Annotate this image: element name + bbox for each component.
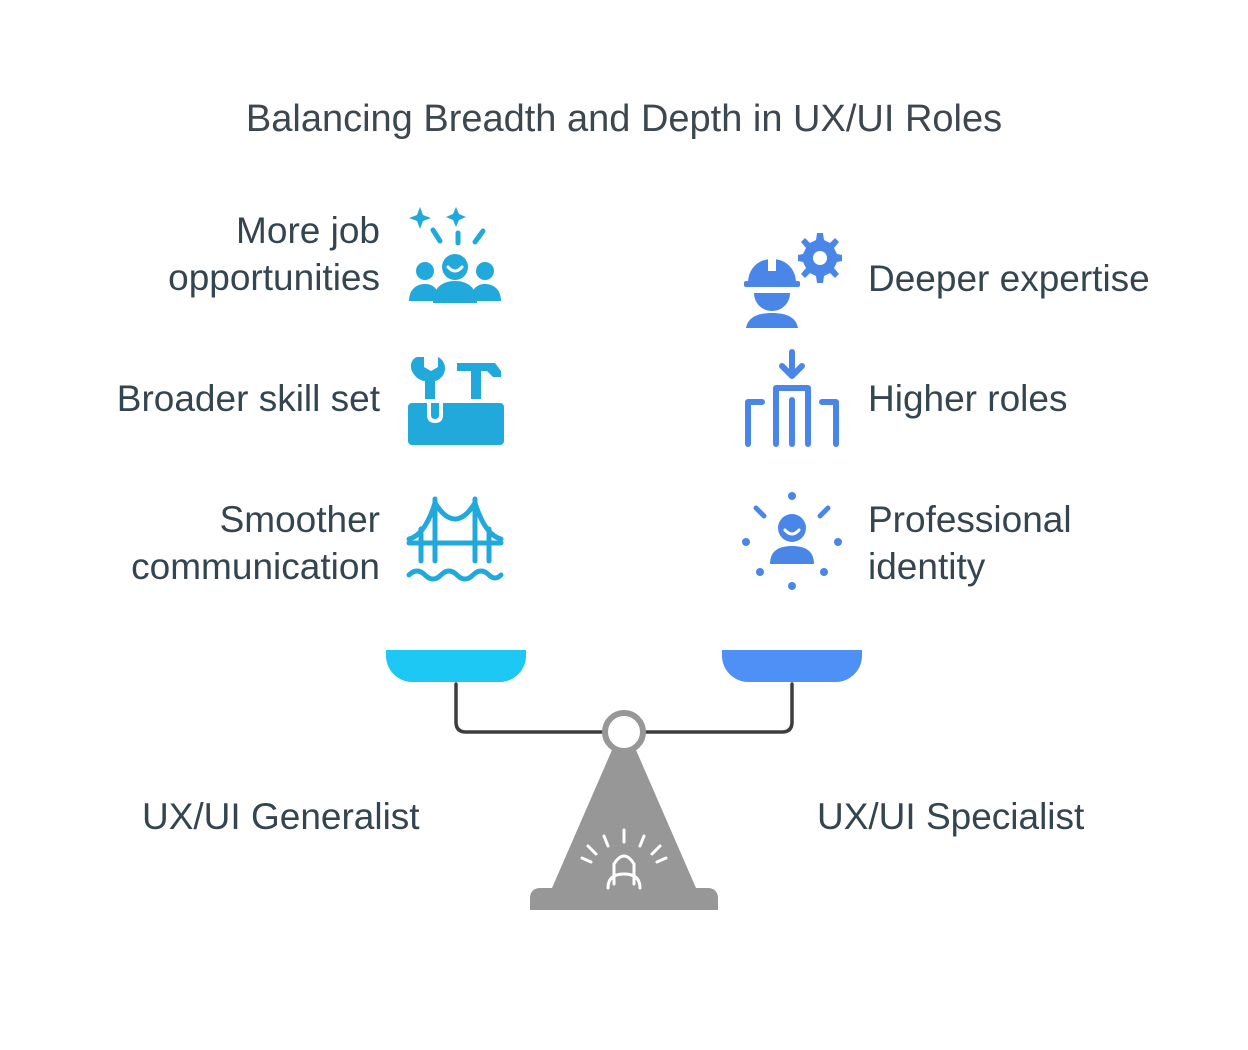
specialist-label: UX/UI Specialist (817, 796, 1085, 837)
specialist-benefit-2-label: Higher roles (868, 375, 1067, 422)
specialist-benefit-3-label: Professional identity (868, 496, 1072, 590)
diagram-title: Balancing Breadth and Depth in UX/UI Rol… (245, 98, 1003, 140)
engineer-gear-icon (744, 233, 842, 328)
generalist-benefit-2-line1: Broader skill set (116, 378, 380, 419)
toolbox-icon (408, 357, 504, 445)
specialist-benefit-2-line1: Higher roles (868, 378, 1068, 419)
generalist-benefit-3-line2: communication (131, 546, 380, 587)
generalist-benefit-1-line1: More job (236, 210, 380, 251)
generalist-benefit-1-label: More job opportunities (168, 207, 380, 301)
scale-pivot (602, 710, 646, 754)
podium-arrow-icon (745, 349, 839, 447)
generalist-pan (386, 650, 526, 682)
specialist-benefit-3-line1: Professional (868, 499, 1072, 540)
specialist-benefit-3-line2: identity (868, 546, 986, 587)
generalist-benefit-2-label: Broader skill set (117, 375, 380, 422)
specialist-pan (722, 650, 862, 682)
lightbulb-icon (580, 828, 668, 890)
scale-base (530, 888, 718, 910)
person-spotlight-icon (742, 492, 842, 590)
generalist-benefit-3-line1: Smoother (219, 499, 380, 540)
bridge-icon (406, 496, 504, 582)
generalist-benefit-1-line2: opportunities (168, 257, 380, 298)
specialist-benefit-1-line1: Deeper expertise (868, 258, 1150, 299)
specialist-benefit-1-label: Deeper expertise (868, 255, 1150, 302)
generalist-benefit-3-label: Smoother communication (131, 496, 380, 590)
scale-stand (552, 750, 696, 888)
crowd-celebration-icon (409, 207, 501, 303)
generalist-label: UX/UI Generalist (142, 796, 420, 837)
